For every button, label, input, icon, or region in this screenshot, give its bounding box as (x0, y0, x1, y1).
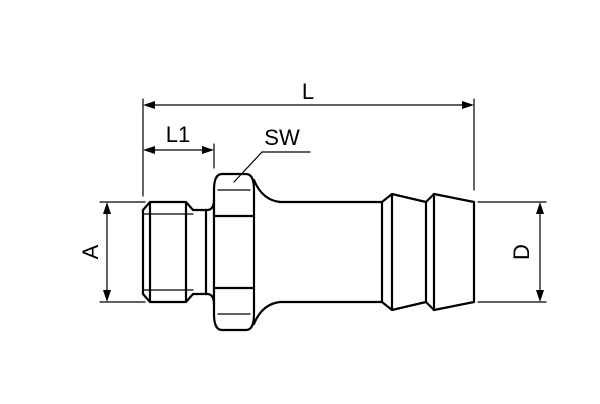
hose-stem (278, 200, 384, 304)
dimension-a: A (78, 201, 146, 303)
threaded-section (141, 200, 195, 304)
hex-section (212, 172, 256, 332)
transition-section (252, 178, 282, 326)
dimension-l: L (142, 79, 475, 197)
neck-section (191, 198, 216, 306)
dimension-sw: SW (233, 125, 311, 183)
dimension-a-label: A (78, 244, 103, 259)
dimension-d-label: D (509, 244, 534, 260)
dimension-l1-label: L1 (166, 122, 190, 147)
hose-barbs (380, 192, 476, 312)
dimension-l-label: L (302, 79, 314, 104)
fitting-body (141, 172, 476, 332)
dimension-l1: L1 (143, 122, 215, 169)
dimension-d: D (477, 201, 547, 303)
dimension-sw-label: SW (264, 125, 300, 150)
